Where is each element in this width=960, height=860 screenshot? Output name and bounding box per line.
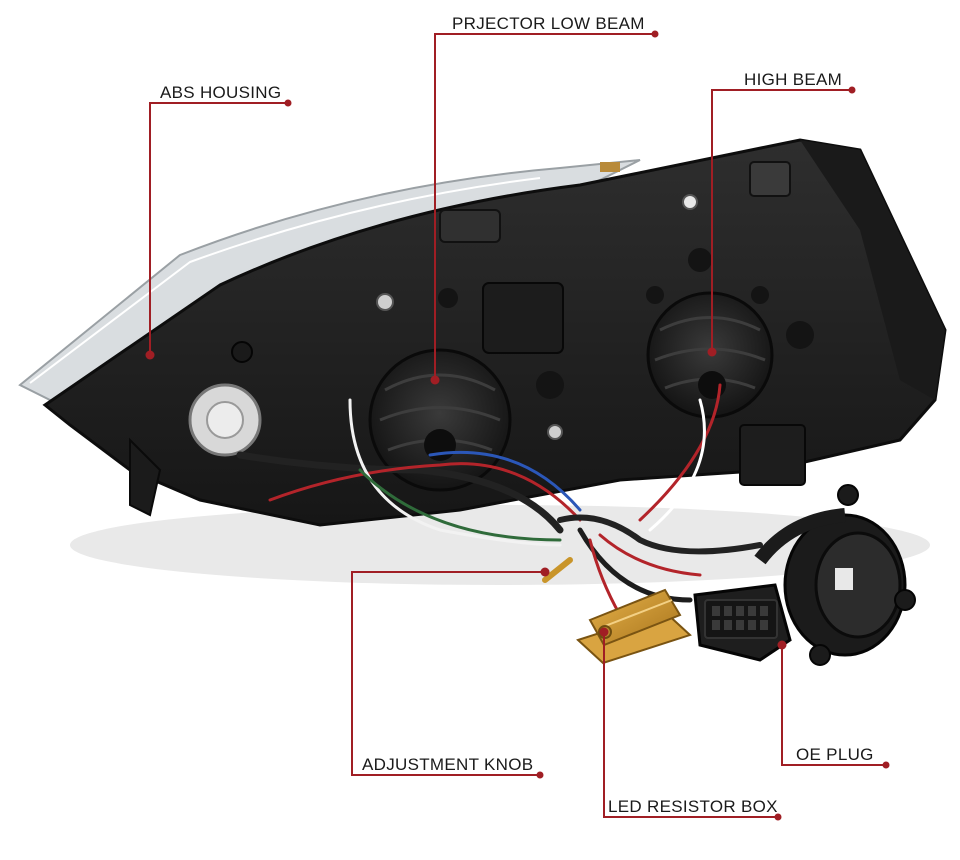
dot-oe-plug-end [882, 761, 890, 769]
label-adjustment-knob: ADJUSTMENT KNOB [362, 755, 534, 774]
label-oe-plug: OE PLUG [796, 745, 874, 764]
label-abs-housing: ABS HOUSING [160, 83, 282, 102]
dot-abs-housing-end [284, 99, 292, 107]
dot-adjustment-knob-tip [540, 567, 550, 577]
connector-block [482, 282, 806, 486]
leader-oe-plug [781, 645, 886, 766]
label-high-beam: HIGH BEAM [744, 70, 843, 89]
dust-cap-ring [754, 484, 916, 666]
dot-led-resistor-box-end [774, 813, 782, 821]
leader-led-resistor-box [603, 632, 778, 818]
leader-abs-housing [149, 102, 288, 355]
low-beam-cap [368, 348, 512, 492]
callout-dots [145, 30, 890, 821]
dot-high-beam-tip [707, 347, 717, 357]
label-led-resistor-box: LED RESISTOR BOX [608, 797, 778, 816]
dot-high-beam-end [848, 86, 856, 94]
dot-oe-plug-tip [777, 640, 787, 650]
dot-adjustment-knob-end [536, 771, 544, 779]
wiring-harness [236, 383, 763, 617]
label-projector-low-beam: PRJECTOR LOW BEAM [452, 14, 645, 33]
oe-plug-connector [693, 583, 792, 662]
leader-high-beam [711, 89, 852, 352]
dot-projector-low-beam-end [651, 30, 659, 38]
dot-projector-low-beam-tip [430, 375, 440, 385]
callout-leaders [149, 33, 886, 818]
signal-socket [188, 341, 262, 457]
shadow [70, 505, 930, 585]
dot-abs-housing-tip [145, 350, 155, 360]
dot-led-resistor-box-tip [599, 627, 609, 637]
leader-adjustment-knob [351, 571, 545, 776]
leader-projector-low-beam [434, 33, 655, 380]
resistor-box [576, 588, 692, 665]
